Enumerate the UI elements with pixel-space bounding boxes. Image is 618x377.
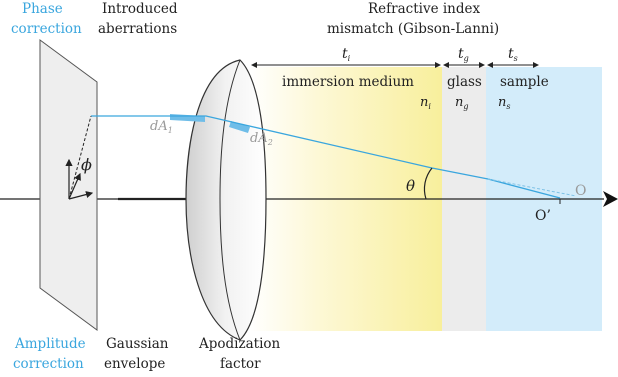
phase-correction-label-line2: correction xyxy=(11,21,82,37)
phase-correction-label-line1: Phase xyxy=(22,1,63,17)
phi-horizontal-arrow xyxy=(68,191,94,200)
glass-label: glass xyxy=(447,74,482,90)
phi-symbol: ϕ xyxy=(81,155,92,174)
pupil-radius-dashed xyxy=(68,115,92,200)
lens-inner-edge xyxy=(219,59,241,341)
focus-O-label: O xyxy=(575,183,586,199)
amplitude-correction-label-line2: correction xyxy=(13,356,84,372)
theta-symbol: θ xyxy=(406,177,415,195)
introduced-aberrations-label-line1: Introduced xyxy=(102,1,178,17)
gaussian-envelope-label-line2: envelope xyxy=(104,356,165,372)
n-s-symbol: ns xyxy=(498,95,510,111)
objective-lens xyxy=(185,59,267,341)
apodization-factor-label-line2: factor xyxy=(220,356,261,372)
introduced-aberrations-label-line2: aberrations xyxy=(98,21,177,37)
t-i-symbol: ti xyxy=(342,46,351,63)
axis-arrowhead-icon xyxy=(603,191,618,207)
sample-label: sample xyxy=(500,74,549,90)
n-i-symbol: ni xyxy=(420,95,431,111)
n-g-symbol: ng xyxy=(455,95,469,111)
focus-O-prime-label: O’ xyxy=(535,208,551,224)
phi-diagonal-arrow xyxy=(68,172,81,200)
dA2-symbol: dA2 xyxy=(250,131,273,147)
t-g-symbol: tg xyxy=(458,46,469,63)
apodization-factor-label-line1: Apodization xyxy=(198,336,281,352)
dA2-element xyxy=(229,121,250,133)
ri-mismatch-label-line1: Refractive index xyxy=(368,1,481,17)
amplitude-correction-label-line1: Amplitude xyxy=(14,336,86,352)
gaussian-envelope-label-line1: Gaussian xyxy=(106,336,169,352)
t-s-symbol: ts xyxy=(508,46,518,63)
ri-mismatch-label-line2: mismatch (Gibson-Lanni) xyxy=(327,21,499,37)
theta-arc xyxy=(423,167,433,200)
immersion-medium-label: immersion medium xyxy=(282,74,414,90)
dA1-symbol: dA1 xyxy=(150,119,173,135)
